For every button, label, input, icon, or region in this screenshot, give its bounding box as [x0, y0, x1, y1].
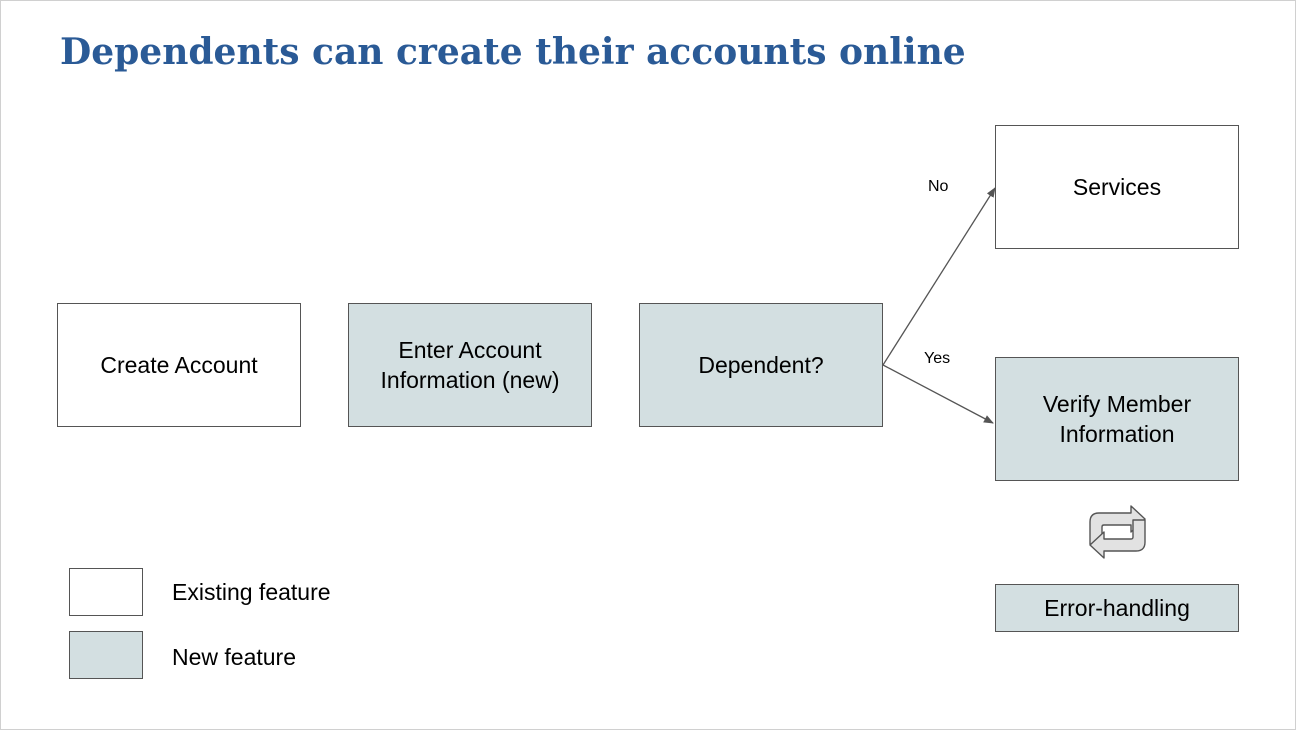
edge-yes-arrow: [882, 364, 994, 424]
refresh-cycle-icon: [1089, 505, 1146, 559]
edge-no-arrow: [882, 187, 996, 366]
node-create-account: Create Account: [57, 303, 301, 427]
legend-label-existing: Existing feature: [172, 579, 331, 605]
node-verify-member-information: Verify Member Information: [995, 357, 1239, 481]
node-error-handling: Error-handling: [995, 584, 1239, 632]
node-services: Services: [995, 125, 1239, 249]
node-label: Create Account: [100, 352, 258, 378]
legend-swatch-existing: [69, 568, 143, 616]
node-dependent-decision: Dependent?: [639, 303, 883, 427]
node-label-line-2: Information (new): [380, 367, 560, 393]
node-label-line-1: Verify Member: [1042, 391, 1192, 417]
legend-label-new: New feature: [172, 644, 297, 670]
node-label: Dependent?: [698, 352, 824, 378]
edge-label-no: No: [928, 178, 949, 195]
edge-label-yes: Yes: [924, 350, 951, 367]
node-label: Error-handling: [1044, 595, 1190, 621]
node-label: Services: [1072, 174, 1162, 200]
node-label-line-2: Information: [1059, 421, 1175, 447]
page-title: Dependents can create their accounts onl…: [60, 31, 966, 73]
node-label-line-1: Enter Account: [398, 337, 542, 363]
legend-swatch-new: [69, 631, 143, 679]
node-enter-account-information: Enter Account Information (new): [348, 303, 592, 427]
